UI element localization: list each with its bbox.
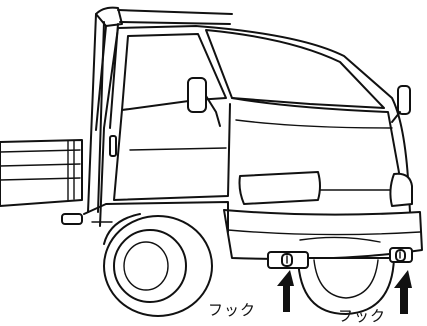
cab-body: [99, 25, 411, 227]
side-skirt: [61, 201, 229, 233]
roof-rack: [87, 6, 233, 213]
hook-label-right: フック: [338, 307, 387, 325]
tow-hook-left: [267, 251, 309, 269]
tow-hook-right: [389, 247, 413, 263]
up-arrow-icon: [277, 270, 294, 312]
wheel-front-left: [103, 213, 213, 317]
up-arrow-icon: [394, 270, 412, 314]
hook-label-left: フック: [208, 301, 257, 319]
mirror-right: [391, 85, 411, 123]
wheel-front-right: [297, 257, 395, 315]
mirror-left: [187, 77, 221, 127]
cargo-bed: [0, 139, 83, 207]
headlights: [238, 171, 413, 207]
